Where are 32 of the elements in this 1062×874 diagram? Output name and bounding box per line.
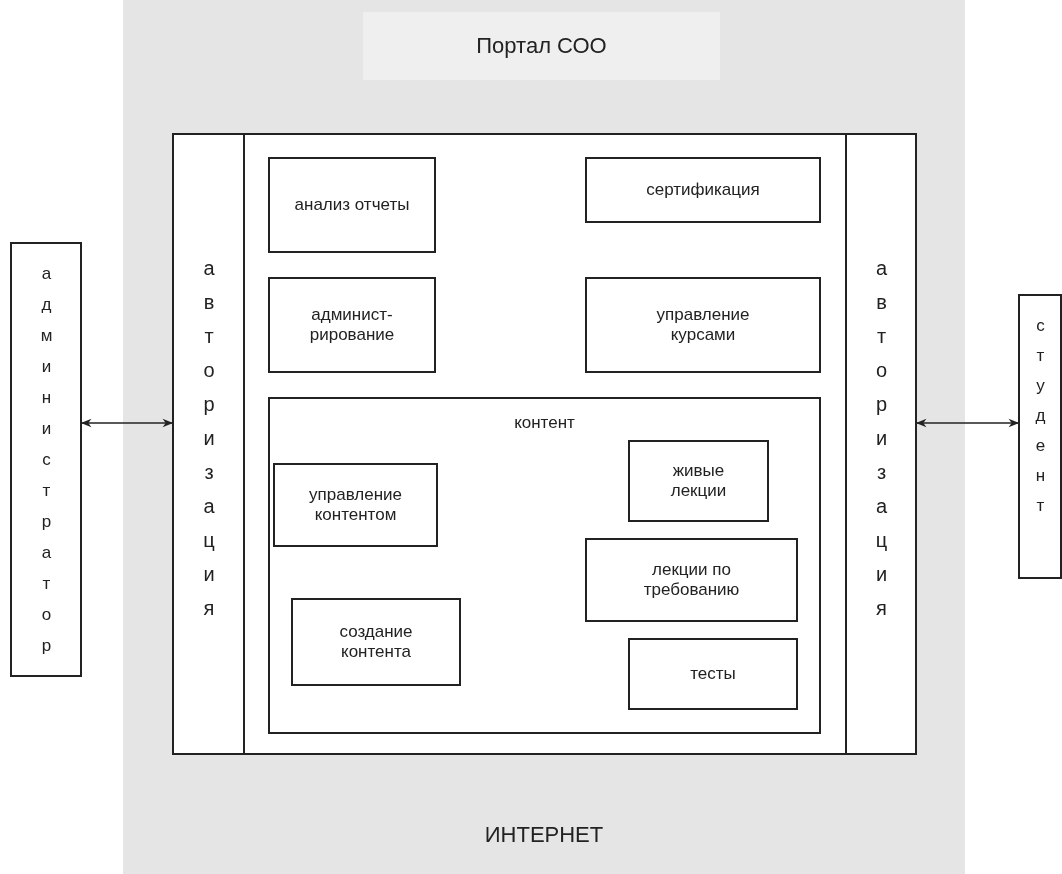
box-label: управление курсами [655,305,751,345]
double-arrow [80,418,174,428]
box-label: админист- рирование [308,305,396,345]
module-box [585,538,798,622]
double-arrow [915,418,1020,428]
module-box [273,463,438,547]
heading-text: контент [514,413,575,433]
content-panel [268,397,821,734]
box-label: управление контентом [308,485,403,525]
heading-text: Портал СОО [476,33,607,59]
box-label: лекции по требованию [642,560,741,600]
system-frame [172,133,917,755]
user-box [10,242,82,677]
box-label: авторизация [869,257,893,631]
box-label: сертификация [646,180,760,200]
module-box [628,638,798,710]
module-box [291,598,461,686]
box-label: авторизация [197,257,220,631]
box-label: анализ отчеты [294,195,410,215]
module-box [585,157,821,223]
box-label: создание контента [338,622,414,662]
module-box [268,157,436,253]
box-label: живые лекции [669,461,728,501]
module-box [585,277,821,373]
heading-text: ИНТЕРНЕТ [484,822,604,848]
internet-area [123,0,965,874]
box-label: студент [1030,316,1050,526]
user-box [1018,294,1062,579]
box-label: тесты [690,664,736,684]
box-label: администратор [36,264,56,667]
module-box [628,440,769,522]
module-box [268,277,436,373]
